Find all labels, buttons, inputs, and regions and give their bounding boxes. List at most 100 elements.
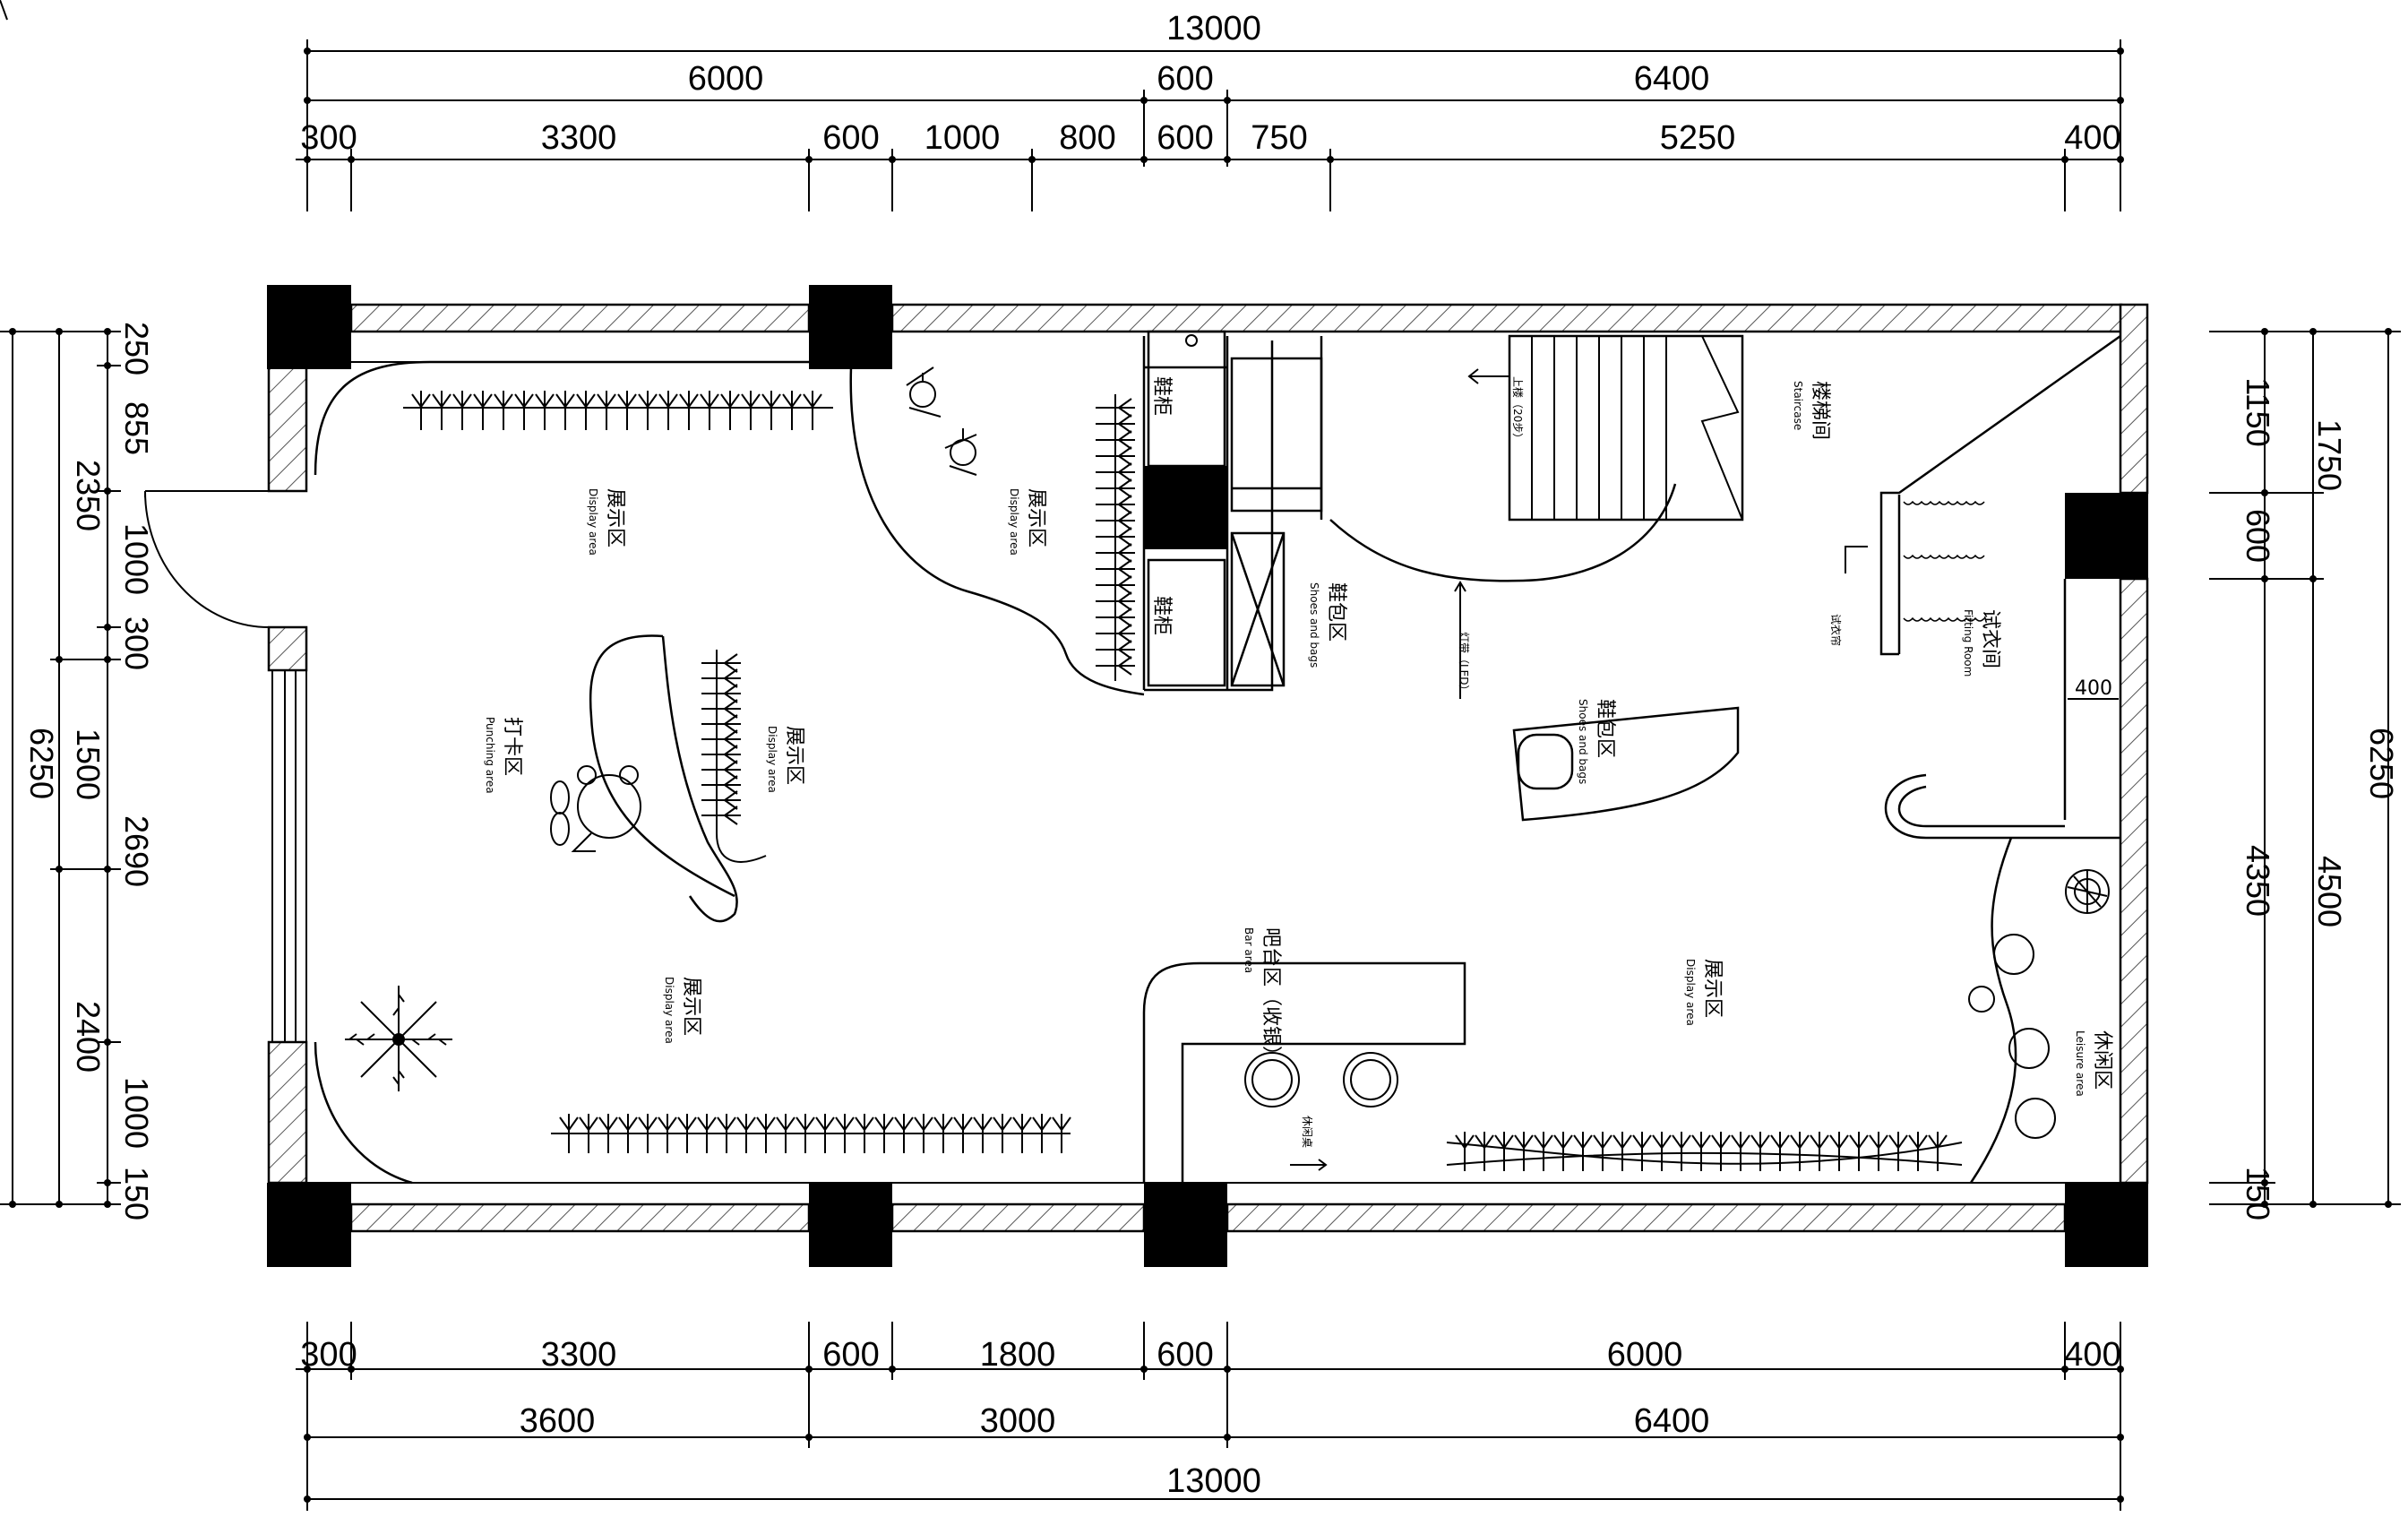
dim-top-600b: 600: [822, 119, 879, 157]
hanger-icon: [1096, 478, 1135, 498]
hanger-icon: [1534, 1132, 1553, 1171]
hanger-icon: [855, 1114, 874, 1153]
column: [1144, 1183, 1227, 1267]
plant-icon: [2065, 869, 2110, 914]
table-icon: [1968, 986, 1995, 1013]
hanger-icon: [1888, 1132, 1908, 1171]
hanger-icon: [782, 391, 802, 430]
label-display-nw-cn: 展示区: [604, 488, 626, 547]
hanger-icon: [835, 1114, 855, 1153]
hanger-icon: [933, 1114, 953, 1153]
column: [267, 285, 351, 369]
wall-bottom-1: [349, 1202, 811, 1233]
wall-bottom-3: [1226, 1202, 2067, 1233]
label-display-nw-en: Display area: [587, 488, 599, 556]
stool-icon: [1993, 934, 2034, 975]
dim-top-3300: 3300: [541, 119, 617, 157]
label-display-center-en: Display area: [1008, 488, 1020, 556]
hanger-icon: [1096, 398, 1135, 418]
hanger-icon: [701, 806, 741, 825]
dim-right-1750: 1750: [2311, 419, 2348, 491]
hanger-icon: [761, 391, 781, 430]
hanger-icon: [617, 391, 637, 430]
column: [2065, 1183, 2148, 1267]
dim-top-overall: 13000: [1166, 10, 1261, 47]
hanger-icon: [1829, 1132, 1849, 1171]
label-display-sw-en: Display area: [663, 977, 675, 1044]
hanger-icon: [756, 1114, 776, 1153]
label-checkin-en: Punching area: [484, 717, 496, 794]
hanger-icon: [973, 1114, 993, 1153]
clothing-racks: [0, 0, 1963, 1166]
hanger-icon: [1672, 1132, 1691, 1171]
hanger-icon: [1096, 511, 1135, 530]
dim-left-300: 300: [118, 616, 155, 670]
hanger-icon: [1810, 1132, 1829, 1171]
hanger-icon: [1514, 1132, 1534, 1171]
label-display-se-en: Display area: [1684, 959, 1697, 1026]
hanger-icon: [1096, 527, 1135, 547]
column: [809, 285, 892, 369]
hanger-icon: [1096, 624, 1135, 643]
entrance-door: [144, 490, 270, 628]
hanger-icon: [1731, 1132, 1750, 1171]
dim-left-150: 150: [118, 1167, 155, 1220]
hanger-icon: [576, 391, 596, 430]
hanger-icon: [555, 391, 575, 430]
label-shoe-cabinet-2: 鞋柜: [1150, 596, 1173, 635]
right-dimensions: 1150 600 4350 150 1750 4500 6250: [2209, 328, 2401, 1220]
wall-top-1: [349, 303, 811, 333]
hanger-icon: [701, 790, 741, 810]
hanger-icon: [874, 1114, 894, 1153]
interior-partitions: [314, 330, 2121, 1185]
dim-top-300: 300: [300, 119, 357, 157]
column: [809, 1183, 892, 1267]
hanger-icon: [638, 391, 658, 430]
hanger-icon: [535, 391, 555, 430]
hanger-icon: [1652, 1132, 1672, 1171]
plant-icon: [345, 986, 452, 1091]
room-labels: 展示区 Display area 展示区 Display area 展示区 Di…: [484, 376, 2119, 1148]
hanger-icon: [1494, 1132, 1514, 1171]
hanger-icon: [1593, 1132, 1612, 1171]
dim-right-600: 600: [2240, 509, 2276, 563]
wall-left-1: [267, 366, 308, 493]
label-display-se-cn: 展示区: [1701, 959, 1724, 1018]
hanger-icon: [701, 760, 741, 780]
label-fitting-width: 400: [2075, 677, 2112, 700]
wall-left-2: [267, 625, 308, 672]
bottom-dimensions: 300 3300 600 1800 600 6000 400 3600 3000…: [296, 1322, 2124, 1511]
hanger-icon: [796, 1114, 815, 1153]
column: [1144, 466, 1227, 549]
dim-top-400: 400: [2064, 119, 2120, 157]
hanger-icon: [894, 1114, 914, 1153]
hanger-icon: [701, 745, 741, 764]
label-leisure-en: Leisure area: [2074, 1030, 2086, 1097]
hanger-icon: [1096, 656, 1135, 676]
hanger-icon: [1096, 495, 1135, 514]
hanger-icon: [598, 1114, 618, 1153]
hanger-icon: [411, 391, 431, 430]
label-bar-cn: 吧台区（收银）: [1260, 927, 1282, 1065]
label-leisure-cn: 休闲区: [2091, 1030, 2113, 1090]
dim-left-2690: 2690: [118, 815, 155, 887]
wall-right-1: [2119, 303, 2149, 495]
hanger-icon: [701, 668, 741, 688]
hanger-icon: [579, 1114, 598, 1153]
note-table: 休闲桌: [1301, 1116, 1313, 1148]
dim-right-4500: 4500: [2311, 856, 2348, 927]
hanger-icon: [736, 1114, 756, 1153]
dim-bot-600: 600: [822, 1336, 879, 1374]
hanger-icon: [1096, 446, 1135, 466]
walls: [267, 303, 2149, 1233]
columns: [267, 285, 2148, 1267]
wall-right-2: [2119, 577, 2149, 1185]
dim-left-855: 855: [118, 401, 155, 455]
hanger-icon: [717, 1114, 736, 1153]
hanger-marks: [411, 391, 1948, 1171]
label-display-center-cn: 展示区: [1025, 488, 1047, 547]
hanger-icon: [1750, 1132, 1770, 1171]
hanger-icon: [677, 1114, 697, 1153]
